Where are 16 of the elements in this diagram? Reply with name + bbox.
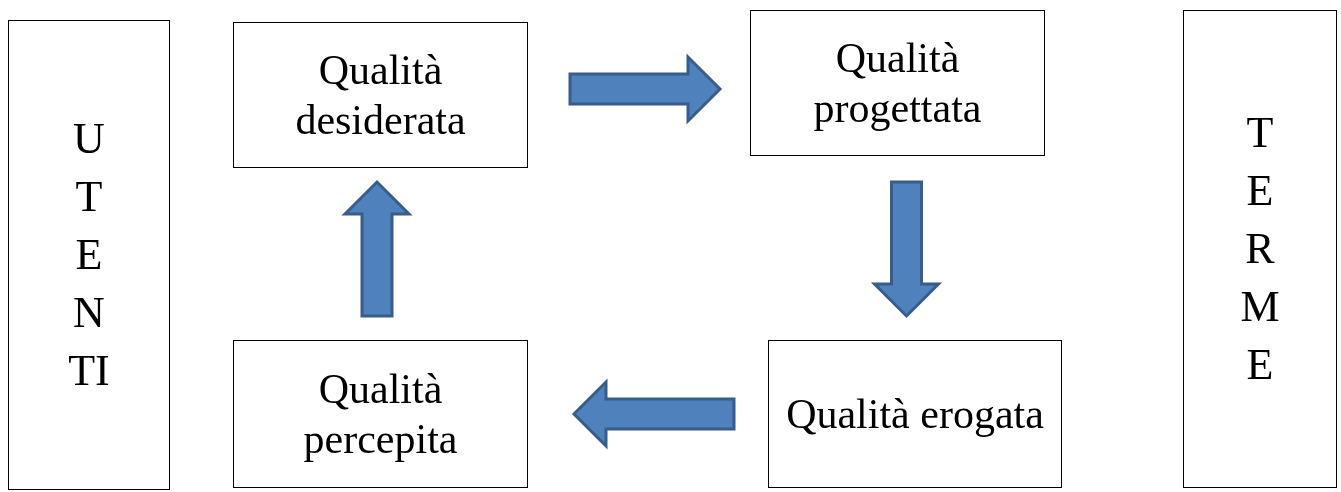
side-panel xyxy=(1183,10,1337,488)
process-box xyxy=(750,10,1045,156)
block-arrow xyxy=(870,180,943,319)
box-label: UTENTI xyxy=(67,112,111,398)
block-arrow xyxy=(568,53,723,125)
side-panel xyxy=(8,20,170,490)
process-box xyxy=(233,22,528,168)
block-arrow xyxy=(571,378,736,450)
box-label: TERME xyxy=(1239,106,1281,392)
process-box xyxy=(768,340,1062,488)
block-arrow xyxy=(341,179,413,318)
box-label: Qualità erogata xyxy=(785,389,1045,439)
process-box xyxy=(233,340,528,488)
box-label: Qualità desiderata xyxy=(294,45,467,145)
box-label: Qualità percepita xyxy=(302,364,459,464)
box-label: Qualità progettata xyxy=(812,33,983,133)
